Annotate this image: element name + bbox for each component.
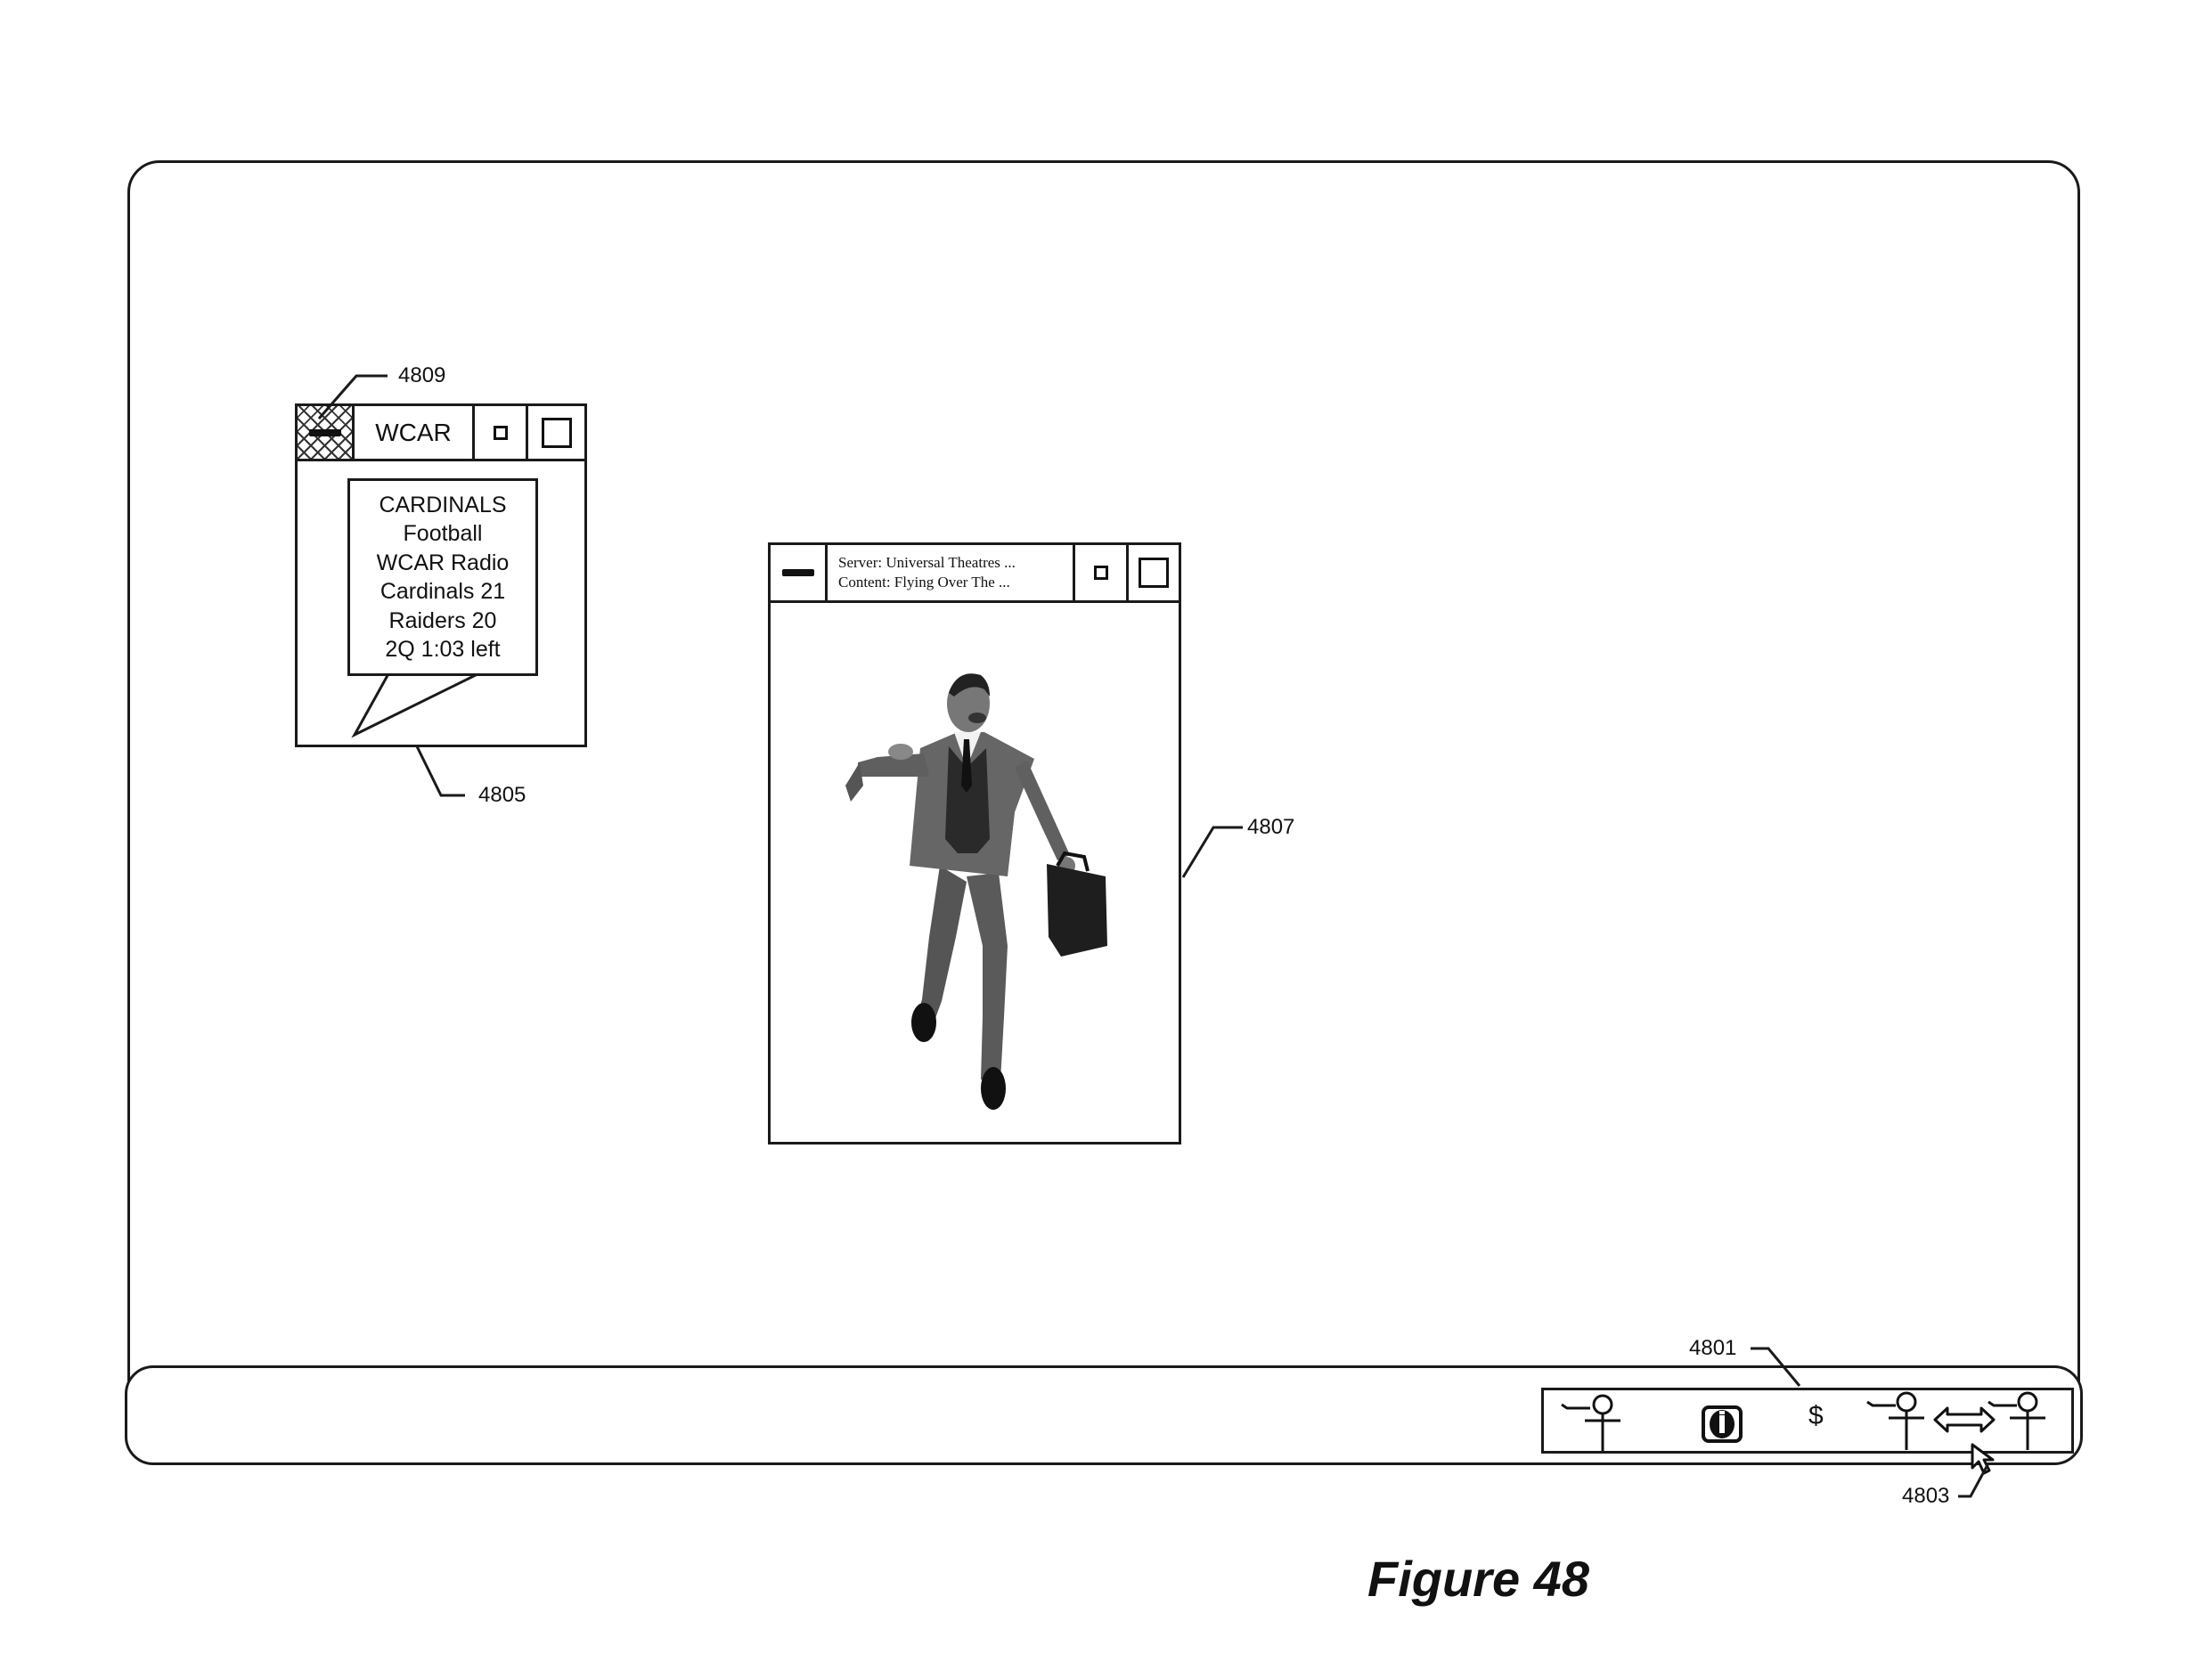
label-4809: 4809 (398, 363, 445, 388)
label-4803: 4803 (1902, 1484, 1949, 1509)
label-4801: 4801 (1689, 1336, 1736, 1361)
figure-caption: Figure 48 (1367, 1550, 1589, 1608)
label-4807: 4807 (1247, 815, 1294, 840)
label-4805: 4805 (478, 783, 526, 808)
